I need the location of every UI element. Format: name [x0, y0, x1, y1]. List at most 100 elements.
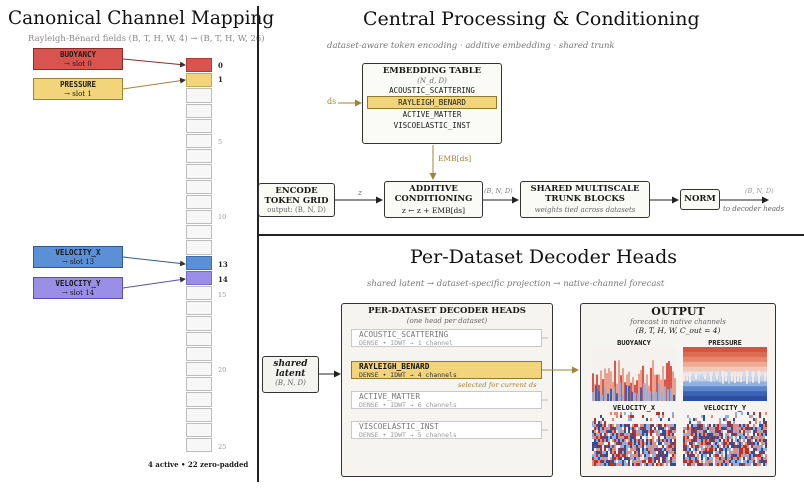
encode-title-2: TOKEN GRID	[264, 195, 329, 206]
head-name: VISCOELASTIC_INST	[359, 422, 439, 431]
latent-title: shared	[273, 359, 308, 369]
panel-title-pressure: PRESSURE	[708, 339, 742, 347]
channel-slot	[186, 270, 212, 285]
channel-slot	[186, 377, 212, 392]
field-box-velocity-x: VELOCITY_X → slot 13	[33, 246, 123, 268]
field-slot: → slot 1	[64, 89, 92, 98]
panel-velocity-y-image	[683, 412, 767, 466]
heads-title: PER-DATASET DECODER HEADS	[368, 306, 526, 316]
embedding-row-selected: RAYLEIGH_BENARD	[367, 95, 497, 109]
latent-shape: (B, N, D)	[275, 379, 306, 387]
field-name: PRESSURE	[59, 80, 97, 89]
slot-label-20: 20	[218, 366, 227, 374]
to-decoder-label: to decoder heads	[723, 205, 785, 213]
bnd-label-2: (B, N, D)	[745, 187, 774, 195]
panel-title-buoyancy: BUOYANCY	[617, 339, 651, 347]
slot-label-25: 25	[218, 443, 227, 451]
decoder-title: Per-Dataset Decoder Heads	[410, 246, 678, 268]
slot-label-13: 13	[218, 260, 228, 269]
encode-title: ENCODE	[275, 186, 318, 196]
shared-latent-box: shared latent (B, N, D)	[262, 356, 319, 393]
output-title: OUTPUT	[651, 305, 705, 318]
ds-label: ds	[327, 97, 337, 106]
left-panel-subtitle: Rayleigh-Bénard fields (B, T, H, W, 4) →…	[28, 34, 265, 44]
field-box-pressure: PRESSURE → slot 1	[33, 78, 123, 100]
embedding-row: VISCOELASTIC_INST	[393, 120, 471, 130]
additive-box: ADDITIVE CONDITIONING z ← z + EMB[ds]	[384, 181, 483, 218]
central-subtitle: dataset-aware token encoding · additive …	[327, 41, 615, 51]
channel-slot	[186, 422, 212, 437]
embedding-shape: (N_d, D)	[417, 76, 447, 85]
output-shape: (B, T, H, W, C_out = 4)	[635, 326, 721, 335]
channel-slot	[186, 346, 212, 361]
channel-footer: 4 active • 22 zero-padded	[148, 460, 249, 469]
channel-slot	[186, 255, 212, 270]
embedding-title: EMBEDDING TABLE	[382, 66, 482, 76]
channel-slot	[186, 392, 212, 407]
decoder-head-rayleigh-selected: RAYLEIGH_BENARD DENSE • IDWT → 4 channel…	[351, 361, 542, 379]
channel-slot	[186, 286, 212, 301]
slot-label-15: 15	[218, 291, 227, 299]
channel-slot	[186, 210, 212, 225]
emb-label: EMB[ds]	[438, 154, 472, 163]
bnd-label-1: (B, N, D)	[484, 187, 513, 195]
channel-slot	[186, 301, 212, 316]
decoder-head-acoustic: ACOUSTIC_SCATTERING DENSE • IDWT → 1 cha…	[351, 329, 542, 347]
central-title: Central Processing & Conditioning	[363, 8, 700, 30]
field-name: VELOCITY_Y	[55, 279, 101, 288]
channel-slot	[186, 73, 212, 88]
latent-title-2: latent	[275, 368, 306, 379]
decoder-arrows	[319, 337, 579, 431]
channel-slot	[186, 118, 212, 133]
left-connectors	[122, 58, 186, 289]
z-label: z	[358, 188, 362, 197]
vertical-divider	[257, 6, 259, 482]
head-desc: DENSE • IDWT → 5 channels	[359, 431, 457, 439]
channel-slot	[186, 58, 212, 73]
channel-slot	[186, 240, 212, 255]
channel-slot	[186, 149, 212, 164]
norm-label: NORM	[684, 194, 716, 204]
panel-velocity-x-image	[592, 412, 676, 466]
additive-formula: z ← z + EMB[ds]	[401, 206, 466, 215]
trunk-title-2: TRUNK BLOCKS	[545, 193, 625, 204]
field-box-buoyancy: BUOYANCY → slot 0	[33, 48, 123, 70]
channel-slot	[186, 362, 212, 377]
slot-label-0: 0	[218, 61, 223, 70]
trunk-note: weights tied across datasets	[534, 206, 636, 214]
slot-label-1: 1	[218, 75, 223, 84]
channel-slot	[186, 438, 212, 453]
decoder-head-active-matter: ACTIVE_MATTER DENSE • IDWT → 6 channels	[351, 391, 542, 409]
decoder-head-viscoelastic: VISCOELASTIC_INST DENSE • IDWT → 5 chann…	[351, 421, 542, 439]
field-box-velocity-y: VELOCITY_Y → slot 14	[33, 277, 123, 299]
encode-output: output: (B, N, D)	[267, 206, 326, 214]
panel-title-velocity-x: VELOCITY_X	[612, 404, 656, 412]
trunk-title: SHARED MULTISCALE	[530, 184, 640, 194]
head-desc: DENSE • IDWT → 4 channels	[359, 371, 457, 379]
horizontal-divider	[258, 234, 804, 236]
head-desc: DENSE • IDWT → 6 channels	[359, 401, 457, 409]
embedding-row: ACOUSTIC_SCATTERING	[389, 85, 475, 95]
norm-box: NORM	[680, 189, 720, 210]
panel-pressure-image	[683, 347, 767, 401]
head-name: ACTIVE_MATTER	[359, 392, 421, 401]
channel-slot	[186, 407, 212, 422]
slot-label-14: 14	[218, 275, 228, 284]
head-name: ACOUSTIC_SCATTERING	[359, 330, 449, 339]
panel-title-velocity-y: VELOCITY_Y	[703, 404, 747, 412]
encode-box: ENCODE TOKEN GRID output: (B, N, D)	[258, 183, 335, 217]
central-arrows	[335, 99, 769, 204]
output-subtitle: forecast in native channels	[630, 318, 726, 326]
embedding-row: ACTIVE_MATTER	[402, 109, 462, 119]
additive-title-2: CONDITIONING	[394, 193, 473, 204]
channel-slot	[186, 316, 212, 331]
channel-slot	[186, 331, 212, 346]
channel-slot	[186, 164, 212, 179]
field-slot: → slot 13	[61, 257, 95, 266]
left-panel-title: Canonical Channel Mapping	[8, 8, 275, 29]
channel-slot	[186, 194, 212, 209]
panel-buoyancy-image	[592, 347, 676, 401]
field-slot: → slot 14	[61, 288, 95, 297]
head-desc: DENSE • IDWT → 1 channel	[359, 339, 453, 347]
head-name: RAYLEIGH_BENARD	[359, 362, 430, 371]
